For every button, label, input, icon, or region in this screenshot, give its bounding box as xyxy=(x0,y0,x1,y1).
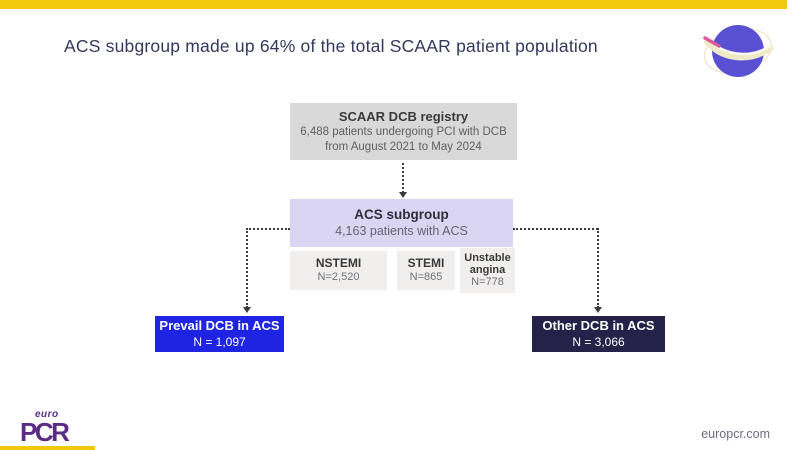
slide-title: ACS subgroup made up 64% of the total SC… xyxy=(64,36,598,56)
connector-root-to-acs xyxy=(402,163,404,193)
other-dcb-count: N = 3,066 xyxy=(572,334,625,349)
scaar-box-line2: from August 2021 to May 2024 xyxy=(325,140,482,153)
flow-box-other-dcb: Other DCB in ACS N = 3,066 xyxy=(532,316,665,352)
flow-box-acs-subgroup: ACS subgroup 4,163 patients with ACS xyxy=(290,199,513,247)
arrowhead-prevail-icon xyxy=(243,307,251,313)
europcr-logo: euro PCR xyxy=(20,409,70,448)
flow-box-nstemi: NSTEMI N=2,520 xyxy=(290,251,387,290)
acs-box-title: ACS subgroup xyxy=(354,206,449,222)
arrowhead-root-to-acs-icon xyxy=(399,192,407,198)
europcr-logo-euro: euro xyxy=(35,409,59,420)
nstemi-count: N=2,520 xyxy=(317,271,360,284)
top-accent-bar xyxy=(0,0,787,9)
connector-acs-to-prevail xyxy=(246,228,248,308)
arrowhead-other-icon xyxy=(594,307,602,313)
unstable-angina-label: Unstable angina xyxy=(464,251,511,276)
other-dcb-label: Other DCB in ACS xyxy=(542,318,655,334)
scaar-box-line1: 6,488 patients undergoing PCI with DCB xyxy=(300,126,507,139)
prevail-dcb-label: Prevail DCB in ACS xyxy=(159,318,280,334)
connector-acs-left-horizontal xyxy=(246,228,290,230)
nstemi-label: NSTEMI xyxy=(315,256,362,271)
website-link[interactable]: europcr.com xyxy=(701,427,770,441)
connector-acs-to-other xyxy=(597,228,599,308)
prevail-dcb-count: N = 1,097 xyxy=(193,334,246,349)
scaar-box-title: SCAAR DCB registry xyxy=(338,109,469,124)
flow-box-stemi: STEMI N=865 xyxy=(397,251,455,290)
unstable-angina-count: N=778 xyxy=(471,275,504,288)
connector-acs-right-horizontal xyxy=(513,228,598,230)
stemi-label: STEMI xyxy=(407,256,445,271)
europcr-logo-pcr: PCR xyxy=(20,417,70,447)
acs-box-subtitle: 4,163 patients with ACS xyxy=(335,223,468,238)
flow-box-unstable-angina: Unstable angina N=778 xyxy=(460,248,515,293)
pcr-planet-icon xyxy=(703,18,774,86)
flow-box-prevail-dcb: Prevail DCB in ACS N = 1,097 xyxy=(155,316,284,352)
bottom-accent-bar xyxy=(0,446,95,450)
stemi-count: N=865 xyxy=(409,271,443,284)
flow-box-scaar-registry: SCAAR DCB registry 6,488 patients underg… xyxy=(290,103,517,160)
